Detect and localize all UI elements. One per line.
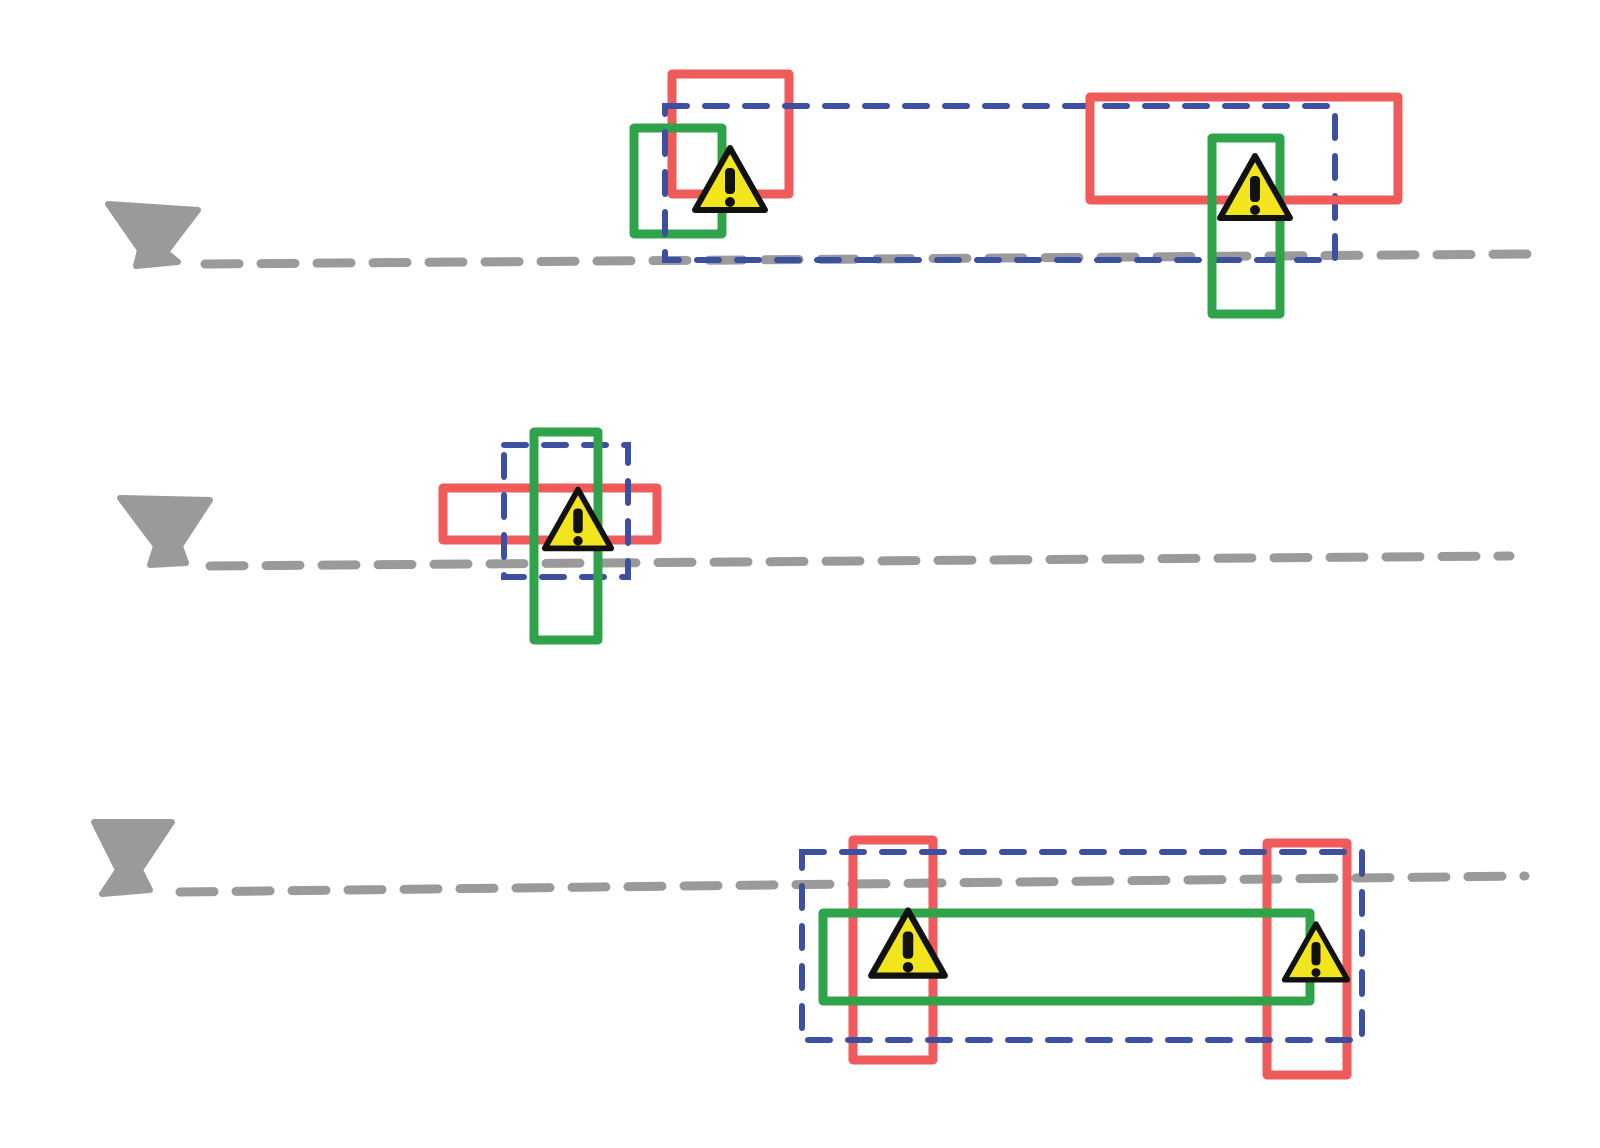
clash-box — [501, 442, 631, 580]
level-marker-icon — [91, 819, 175, 897]
warning-icon — [1285, 924, 1348, 980]
level-line — [205, 551, 1515, 571]
scene-top — [105, 69, 1535, 319]
clash-box — [662, 103, 1338, 263]
red-element — [438, 483, 662, 545]
scene-middle — [117, 427, 1515, 645]
green-element — [1207, 133, 1285, 319]
level-marker-icon — [117, 495, 213, 568]
level-line — [200, 249, 1535, 269]
level-marker-icon — [105, 201, 201, 269]
scene-bottom — [91, 819, 1530, 1080]
red-element — [1262, 838, 1352, 1080]
clash-box — [799, 849, 1365, 1043]
warning-icon — [695, 148, 765, 210]
